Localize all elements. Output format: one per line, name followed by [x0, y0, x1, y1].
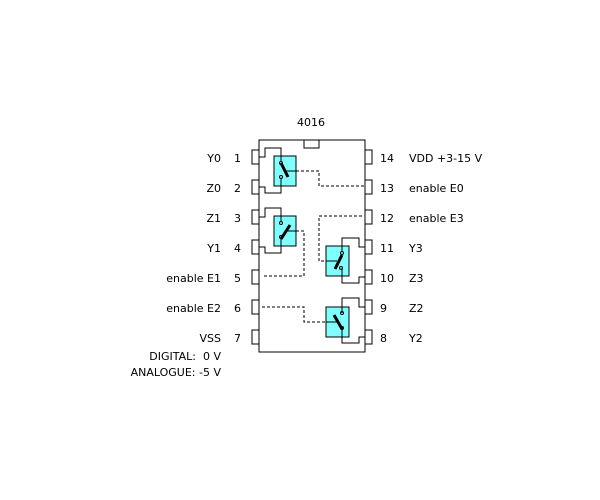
pin-label: Z1: [206, 212, 221, 225]
pin-number: 2: [234, 182, 241, 195]
pin-label: Y3: [408, 242, 423, 255]
vss-analogue-note: ANALOGUE: -5 V: [131, 366, 222, 379]
pin-label: Z0: [206, 182, 221, 195]
right-pins: [364, 149, 373, 345]
pin-number: 8: [380, 332, 387, 345]
pin-10: [364, 269, 373, 285]
pin-1: [251, 149, 260, 165]
right-pin-labels: 14 VDD +3-15 V 13 enable E0 12 enable E3…: [380, 152, 483, 345]
pin-11: [364, 239, 373, 255]
pin-label: enable E2: [166, 302, 221, 315]
pin-label: Z2: [409, 302, 424, 315]
left-pin-labels: Y0 1 Z0 2 Z1 3 Y1 4 enable E1 5 enable E…: [131, 152, 241, 379]
pin-number: 7: [234, 332, 241, 345]
pin-14: [364, 149, 373, 165]
pin-label: VSS: [200, 332, 222, 345]
pin-number: 4: [234, 242, 241, 255]
vss-digital-note: DIGITAL: 0 V: [149, 350, 221, 363]
analog-switch-3: [318, 215, 365, 284]
pin-3: [251, 209, 260, 225]
pin-number: 9: [380, 302, 387, 315]
pin-6: [251, 299, 260, 315]
pin-number: 12: [380, 212, 394, 225]
pin-7: [251, 329, 260, 345]
pin-5: [251, 269, 260, 285]
pin-number: 14: [380, 152, 394, 165]
pin-label: Y1: [206, 242, 221, 255]
pin-label: Y2: [408, 332, 423, 345]
pin-9: [364, 299, 373, 315]
pin-13: [364, 179, 373, 195]
pin-number: 10: [380, 272, 394, 285]
pin-label: Z3: [409, 272, 424, 285]
pin-number: 6: [234, 302, 241, 315]
pin-label: enable E0: [409, 182, 464, 195]
pin-number: 1: [234, 152, 241, 165]
analog-switch-1: [259, 207, 305, 277]
analog-switch-0: [259, 147, 364, 194]
pin-label: VDD +3-15 V: [409, 152, 483, 165]
pin-number: 5: [234, 272, 241, 285]
pin-12: [364, 209, 373, 225]
pin-number: 11: [380, 242, 394, 255]
pin-label: Y0: [206, 152, 221, 165]
pin-2: [251, 179, 260, 195]
pin-4: [251, 239, 260, 255]
pin-number: 3: [234, 212, 241, 225]
chip-notch: [303, 139, 320, 149]
chip-title: 4016: [297, 116, 325, 129]
pin-label: enable E3: [409, 212, 464, 225]
pin-number: 13: [380, 182, 394, 195]
pin-8: [364, 329, 373, 345]
analog-switch-2: [262, 297, 365, 344]
pin-label: enable E1: [166, 272, 221, 285]
left-pins: [251, 149, 260, 345]
